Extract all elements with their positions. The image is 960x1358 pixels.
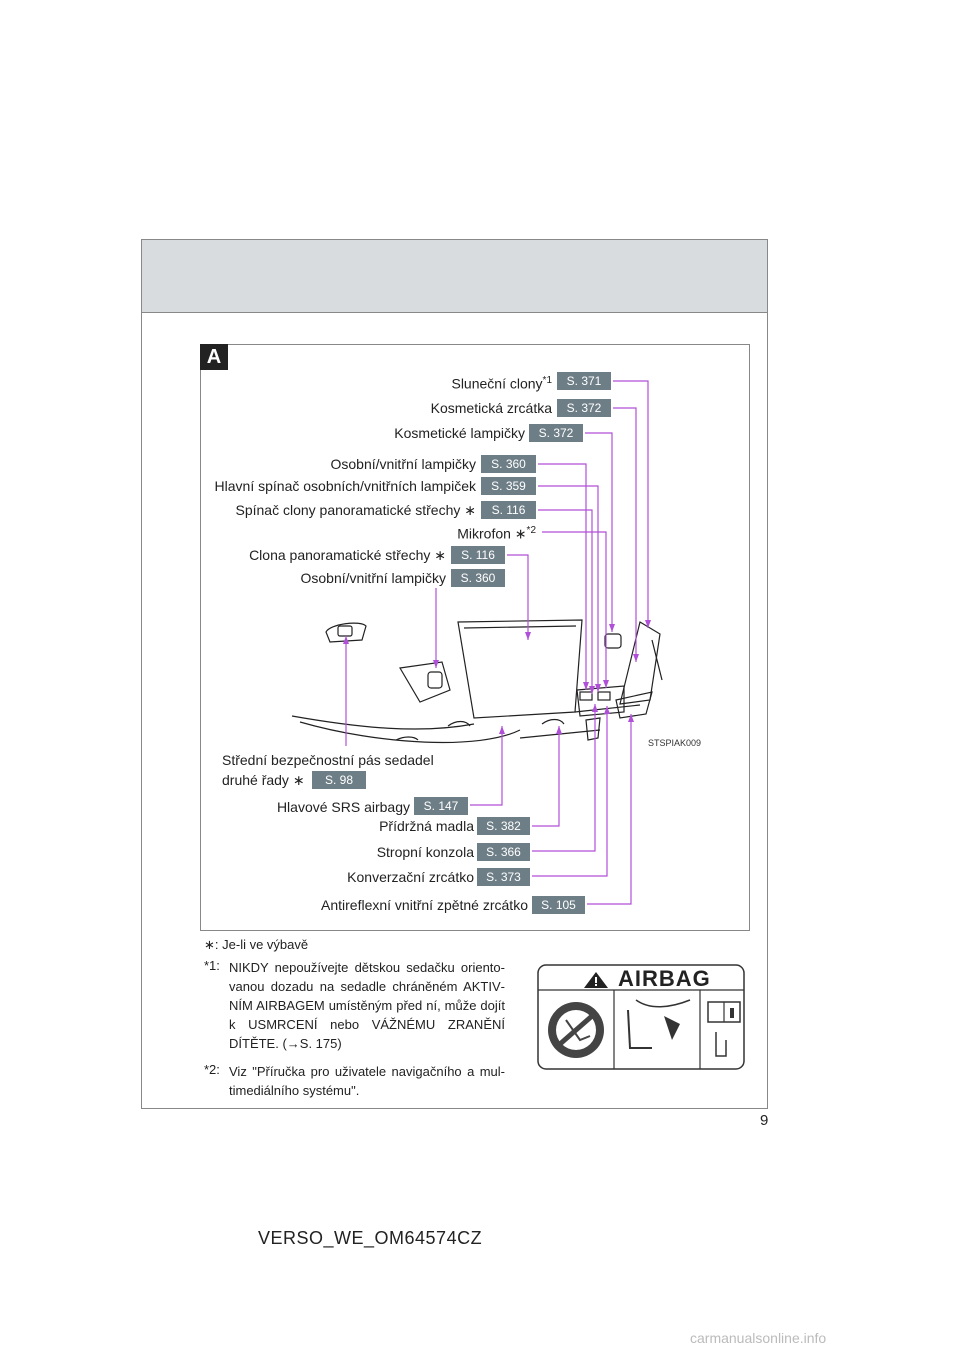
- note-optional: ∗: Je-li ve výbavě: [204, 937, 309, 952]
- leader-hlavni-spinac: [538, 485, 599, 692]
- document-id: VERSO_WE_OM64574CZ: [258, 1228, 483, 1248]
- ref-stropni-konzola[interactable]: S. 366: [477, 843, 530, 861]
- ref-hlavni-spinac[interactable]: S. 359: [481, 477, 536, 495]
- overhead-console: [576, 685, 625, 717]
- figure-box: [200, 344, 750, 931]
- ref-slunecni-clony[interactable]: S. 371: [557, 372, 611, 390]
- label-spinac-clony: Spínač clony panoramatické střechy ∗: [235, 502, 476, 518]
- leader-osobni1: [538, 463, 587, 690]
- ref-clona-strechy[interactable]: S. 116: [451, 546, 505, 564]
- leader-stropni: [532, 704, 596, 852]
- leader-mikrofon: [542, 531, 607, 688]
- ref-osobni-lampicky-2[interactable]: S. 360: [451, 569, 505, 587]
- rearview-mirror: [615, 691, 653, 719]
- ref-osobni-lampicky-1[interactable]: S. 360: [481, 455, 536, 473]
- manual-book-icon: [707, 1001, 741, 1023]
- leader-pridrzna: [532, 726, 560, 827]
- leader-slunecni: [613, 380, 649, 628]
- label-mikrofon: Mikrofon ∗*2: [457, 525, 536, 542]
- ref-pridrzna-madla[interactable]: S. 382: [477, 817, 530, 835]
- label-osobni-lampicky-2: Osobní/vnitřní lampičky: [300, 570, 447, 586]
- label-pridrzna-madla: Přídržná madla: [379, 818, 474, 834]
- hand-icon: [715, 1032, 727, 1057]
- label-stredni-pas-2: druhé řady ∗: [222, 772, 305, 788]
- note-2-mark: *2:: [204, 1062, 220, 1077]
- label-stredni-pas-1: Střední bezpečnostní pás sedadel: [222, 752, 434, 768]
- leader-kosmeticka-zrcatka: [613, 407, 637, 662]
- label-kosmeticke-lampicky: Kosmetické lampičky: [394, 425, 525, 441]
- leader-hlavove: [470, 726, 503, 806]
- label-hlavove-airbagy: Hlavové SRS airbagy: [276, 799, 410, 815]
- note-1-text: NIKDY nepoužívejte dětskou sedačku orien…: [229, 960, 505, 1051]
- side-mirror: [325, 622, 367, 643]
- header-band: [141, 239, 768, 313]
- label-clona-strechy: Clona panoramatické střechy ∗: [249, 547, 446, 563]
- ref-spinac-clony[interactable]: S. 116: [481, 501, 536, 519]
- ref-kosmeticke-lampicky[interactable]: S. 372: [529, 424, 583, 442]
- note-2-text: Viz "Příručka pro uživatele navigačního …: [229, 1064, 505, 1098]
- leader-antireflexni: [587, 714, 632, 905]
- figure-code: STSPIAK009: [648, 738, 702, 748]
- figure-letter: A: [200, 344, 228, 370]
- airbag-text: AIRBAG: [618, 966, 711, 991]
- watermark: carmanualsonline.info: [690, 1330, 827, 1346]
- label-kosmeticka-zrcatka: Kosmetická zrcátka: [430, 400, 552, 416]
- ref-hlavove-airbagy[interactable]: S. 147: [414, 797, 468, 815]
- label-konverzacni-zrcatko: Konverzační zrcátko: [347, 869, 474, 885]
- ref-antireflexni-zrcatko[interactable]: S. 105: [532, 896, 585, 914]
- leader-clona: [507, 554, 529, 640]
- seat-icon: [627, 1009, 652, 1049]
- leader-kosmeticke-lampicky: [585, 432, 613, 632]
- ref-kosmeticka-zrcatka[interactable]: S. 372: [557, 399, 611, 417]
- ref-stredni-pas[interactable]: S. 98: [312, 771, 366, 789]
- label-hlavni-spinac: Hlavní spínač osobních/vnitřních lampiče…: [214, 478, 476, 494]
- page-number: 9: [760, 1112, 769, 1129]
- ref-konverzacni-zrcatko[interactable]: S. 373: [477, 868, 530, 886]
- label-stropni-konzola: Stropní konzola: [376, 844, 474, 860]
- note-1-mark: *1:: [204, 958, 220, 973]
- rear-lamp: [399, 661, 451, 703]
- leader-spinac-clony: [538, 509, 593, 694]
- label-slunecni-clony: Sluneční clony*1: [451, 375, 552, 392]
- label-osobni-lampicky-1: Osobní/vnitřní lampičky: [330, 456, 477, 472]
- label-antireflexni-zrcatko: Antireflexní vnitřní zpětné zrcátko: [321, 897, 528, 913]
- leader-konverzacni: [532, 706, 608, 877]
